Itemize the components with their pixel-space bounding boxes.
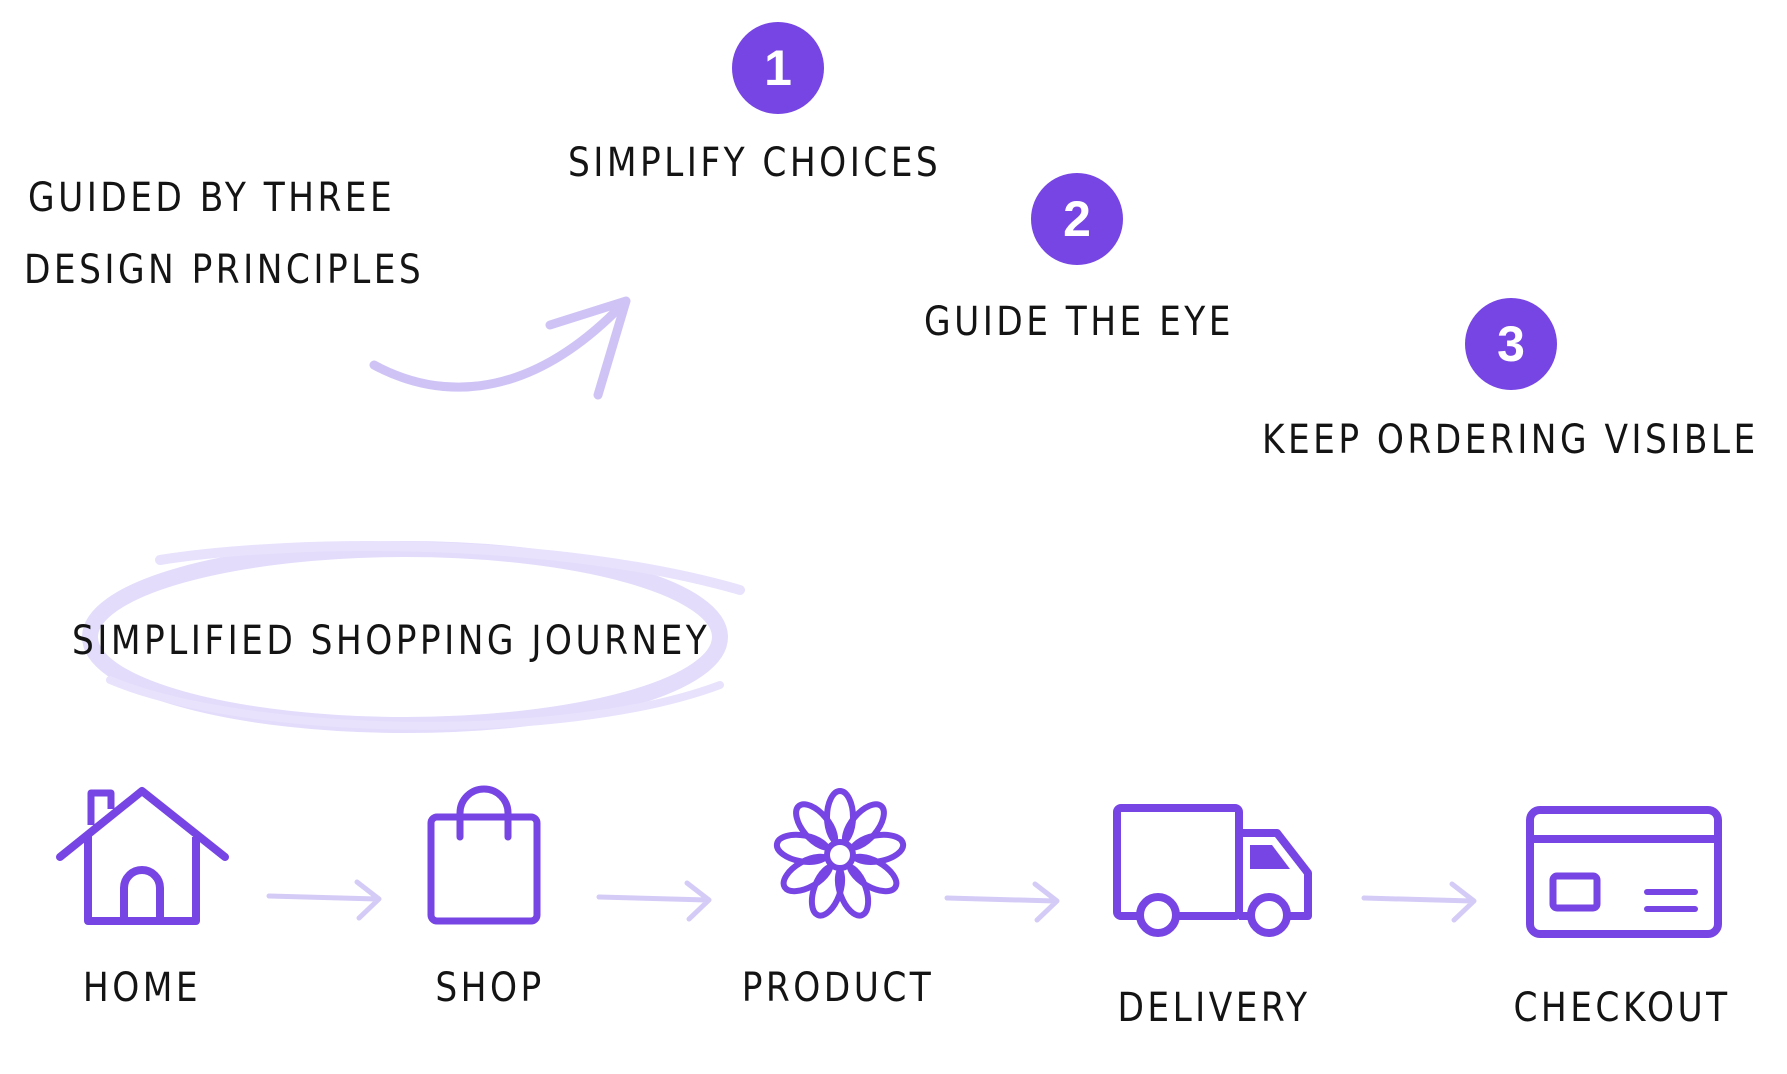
intro-line-2: design principles bbox=[24, 247, 425, 293]
principle-3-label: Keep ordering visible bbox=[1262, 417, 1759, 463]
scribble-ellipse-icon bbox=[82, 541, 745, 733]
curved-arrow-icon bbox=[369, 296, 631, 400]
step-label-home: Home bbox=[82, 965, 202, 1011]
step-label-shop: Shop bbox=[435, 965, 545, 1011]
step-label-product: Product bbox=[741, 965, 935, 1011]
flow-arrow-2-icon bbox=[596, 880, 712, 922]
principle-2-badge: 2 bbox=[1031, 173, 1123, 265]
credit-card-icon bbox=[1526, 806, 1722, 938]
house-icon bbox=[56, 787, 229, 925]
principle-1-badge: 1 bbox=[732, 22, 824, 114]
shopping-bag-icon bbox=[427, 785, 541, 925]
principle-3-badge: 3 bbox=[1465, 298, 1557, 390]
step-label-checkout: Checkout bbox=[1513, 985, 1731, 1031]
delivery-truck-icon bbox=[1113, 804, 1312, 937]
flower-icon bbox=[773, 788, 907, 919]
flow-arrow-3-icon bbox=[944, 881, 1060, 923]
flow-arrow-4-icon bbox=[1361, 881, 1477, 923]
journey-title: Simplified shopping journey bbox=[72, 618, 711, 664]
principle-1-label: Simplify choices bbox=[568, 140, 942, 186]
step-label-delivery: Delivery bbox=[1117, 985, 1311, 1031]
principle-2-label: Guide the eye bbox=[924, 299, 1234, 345]
flow-arrow-1-icon bbox=[266, 879, 382, 921]
intro-line-1: Guided by three bbox=[28, 175, 396, 221]
